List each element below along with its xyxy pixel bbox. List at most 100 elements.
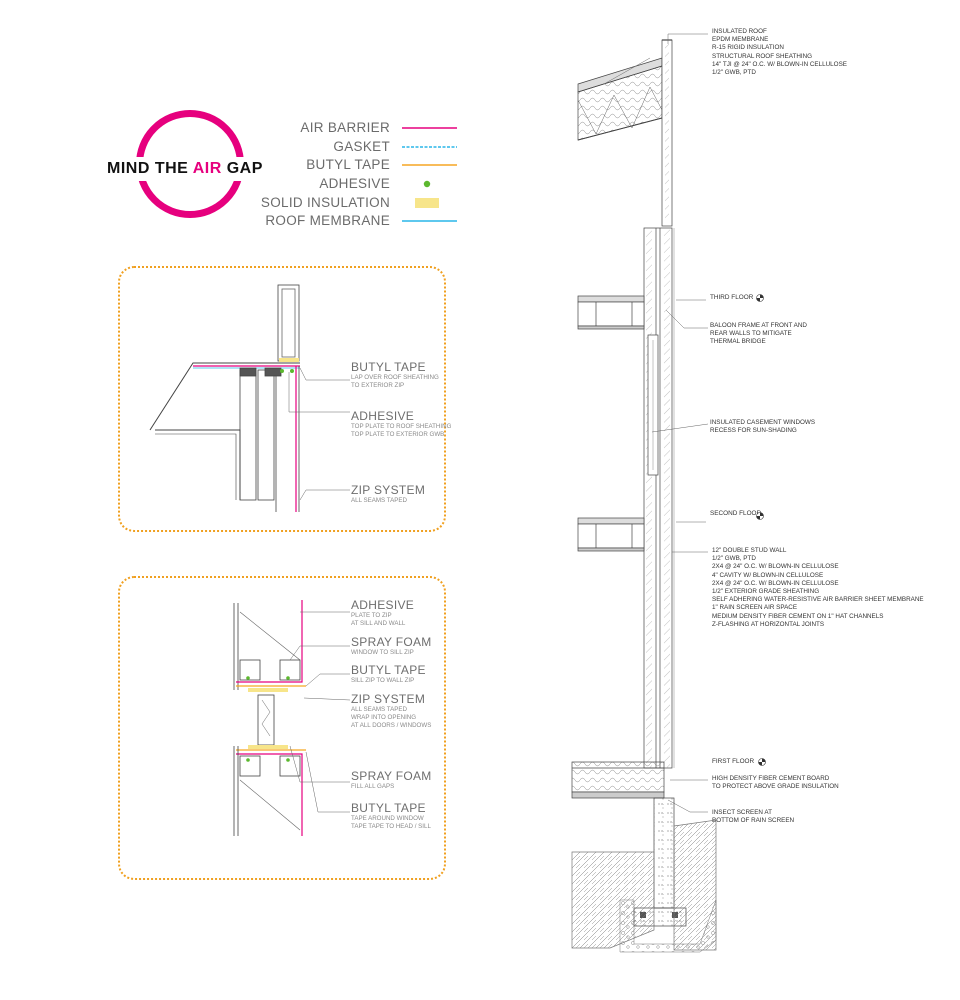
leader-line bbox=[651, 423, 709, 433]
callout-title: ADHESIVE bbox=[351, 409, 415, 423]
note-line: INSULATED CASEMENT WINDOWS bbox=[710, 419, 816, 426]
callout-sub: TOP PLATE TO EXTERIOR GWB bbox=[351, 431, 445, 438]
top-plate-b bbox=[264, 367, 282, 377]
slab-edge bbox=[571, 791, 665, 799]
spray-foam bbox=[248, 745, 288, 749]
note-line: REAR WALLS TO MITIGATE bbox=[710, 330, 792, 338]
window-callout-butyl-tape-window: BUTYL TAPE TAPE AROUND WINDOW TAPE TAPE … bbox=[351, 801, 431, 831]
note-line: BALOON FRAME AT FRONT AND bbox=[710, 322, 807, 329]
note-line: 1/2" GWB, PTD bbox=[712, 69, 756, 77]
note-line: BOTTOM OF RAIN SCREEN bbox=[712, 817, 795, 825]
note-line: SELF ADHERING WATER-RESISTIVE AIR BARRIE… bbox=[712, 596, 924, 604]
leader-line bbox=[305, 673, 350, 687]
legend-symbols bbox=[402, 127, 457, 222]
leader-line bbox=[303, 697, 351, 701]
break-line bbox=[261, 699, 271, 737]
callout-sub: PLATE TO ZIP bbox=[351, 612, 392, 619]
floor-sheathing bbox=[577, 517, 645, 525]
window-frame bbox=[277, 284, 300, 362]
gravel-base bbox=[619, 899, 717, 953]
air-barrier-line bbox=[236, 753, 303, 836]
fiber-cement-note: HIGH DENSITY FIBER CEMENT BOARD TO PROTE… bbox=[712, 775, 839, 791]
ground-exterior bbox=[673, 819, 717, 951]
window-detail-drawing bbox=[233, 600, 351, 836]
third-floor-label: THIRD FLOOR bbox=[710, 294, 754, 301]
foundation-wall bbox=[653, 797, 675, 909]
roof-callout-adhesive: ADHESIVE TOP PLATE TO ROOF SHEATHING TOP… bbox=[351, 409, 451, 439]
roof-truss bbox=[577, 86, 663, 135]
ceiling-line bbox=[577, 117, 663, 141]
roof-callout-zip-system: ZIP SYSTEM ALL SEAMS TAPED bbox=[351, 483, 425, 505]
callout-sub: LAP OVER ROOF SHEATHING bbox=[351, 374, 439, 381]
callout-sub: TAPE AROUND WINDOW bbox=[351, 815, 424, 822]
window-frame bbox=[257, 694, 275, 746]
callout-sub: WINDOW TO SILL ZIP bbox=[351, 649, 414, 656]
leader-line bbox=[288, 372, 350, 413]
legend-label-gasket: GASKET bbox=[333, 139, 390, 154]
callout-sub: TAPE TAPE TO HEAD / SILL bbox=[351, 823, 431, 830]
stud-a bbox=[239, 369, 257, 501]
level-marker-fill bbox=[756, 512, 764, 520]
note-line: RECESS FOR SUN-SHADING bbox=[710, 427, 797, 435]
section-diag bbox=[239, 611, 301, 661]
note-line: 14" TJI @ 24" O.C. W/ BLOWN-IN CELLULOSE bbox=[712, 60, 847, 68]
top-plate-a bbox=[239, 367, 257, 377]
first-floor-assembly bbox=[571, 761, 665, 793]
stud-box bbox=[279, 755, 301, 777]
window-callout-butyl-tape: BUTYL TAPE SILL ZIP TO WALL ZIP bbox=[351, 663, 426, 685]
callout-title: ZIP SYSTEM bbox=[351, 483, 426, 497]
floor-joist bbox=[577, 301, 645, 327]
callout-title: ADHESIVE bbox=[351, 598, 415, 612]
note-line: R-15 RIGID INSULATION bbox=[712, 44, 784, 52]
callout-title: SPRAY FOAM bbox=[351, 635, 432, 649]
stud-box bbox=[239, 755, 261, 777]
level-marker-fill bbox=[758, 758, 766, 766]
leader-line bbox=[667, 33, 708, 44]
second-floor-label: SECOND FLOOR bbox=[710, 510, 762, 517]
note-line: 4" CAVITY W/ BLOWN-IN CELLULOSE bbox=[712, 571, 824, 579]
note-line: INSULATED ROOF bbox=[712, 28, 767, 35]
ceiling-gwb bbox=[155, 433, 237, 500]
window-note: INSULATED CASEMENT WINDOWS RECESS FOR SU… bbox=[710, 419, 815, 435]
note-line: 2X4 @ 24" O.C. W/ BLOWN-IN CELLULOSE bbox=[712, 579, 839, 587]
adhesive-dot bbox=[246, 676, 250, 680]
stud-box bbox=[239, 659, 261, 681]
note-line: TO PROTECT ABOVE GRADE INSULATION bbox=[712, 783, 839, 791]
wall-hatch-outer bbox=[664, 228, 670, 768]
floor-sheathing bbox=[577, 295, 645, 303]
callout-sub: AT SILL AND WALL bbox=[351, 620, 406, 627]
logo-title-accent: AIR bbox=[192, 160, 222, 177]
leader-line bbox=[665, 309, 708, 329]
roof-callout-butyl-tape: BUTYL TAPE LAP OVER ROOF SHEATHING TO EX… bbox=[351, 360, 439, 390]
sill-insulation bbox=[279, 358, 299, 362]
ceiling-gwb bbox=[577, 547, 645, 552]
legend-label-air-barrier: AIR BARRIER bbox=[300, 120, 390, 135]
adhesive-dot bbox=[290, 369, 294, 373]
ceiling-line bbox=[155, 429, 241, 500]
note-line: STRUCTURAL ROOF SHEATHING bbox=[712, 52, 813, 60]
callout-title: BUTYL TAPE bbox=[351, 360, 426, 374]
spray-foam bbox=[248, 688, 288, 692]
callout-title: BUTYL TAPE bbox=[351, 663, 426, 677]
window-callout-zip-system: ZIP SYSTEM ALL SEAMS TAPED WRAP INTO OPE… bbox=[351, 692, 431, 730]
note-line: 1/2" EXTERIOR GRADE SHEATHING bbox=[712, 588, 820, 596]
first-floor-label: FIRST FLOOR bbox=[712, 758, 755, 765]
leader-line bbox=[289, 645, 350, 661]
ceiling-gwb bbox=[577, 325, 645, 330]
leader-line bbox=[299, 489, 350, 501]
callout-sub: ALL SEAMS TAPED bbox=[351, 706, 407, 713]
stud-box bbox=[279, 659, 301, 681]
note-line: 1" RAIN SCREEN AIR SPACE bbox=[712, 604, 798, 612]
insect-screen-note: INSECT SCREEN AT BOTTOM OF RAIN SCREEN bbox=[712, 809, 794, 825]
callout-title: BUTYL TAPE bbox=[351, 801, 426, 815]
legend-label-roof-membrane: ROOF MEMBRANE bbox=[265, 213, 390, 228]
logo-title-part-2: GAP bbox=[221, 160, 263, 177]
window-callout-adhesive: ADHESIVE PLATE TO ZIP AT SILL AND WALL bbox=[351, 598, 414, 628]
legend-label-adhesive: ADHESIVE bbox=[319, 176, 390, 191]
callout-sub: SILL ZIP TO WALL ZIP bbox=[351, 677, 415, 684]
note-line: 2X4 @ 24" O.C. W/ BLOWN-IN CELLULOSE bbox=[712, 563, 839, 571]
adhesive-dot bbox=[286, 758, 290, 762]
leader-line bbox=[305, 751, 350, 813]
logo-title-part-1: MIND THE bbox=[107, 160, 193, 177]
